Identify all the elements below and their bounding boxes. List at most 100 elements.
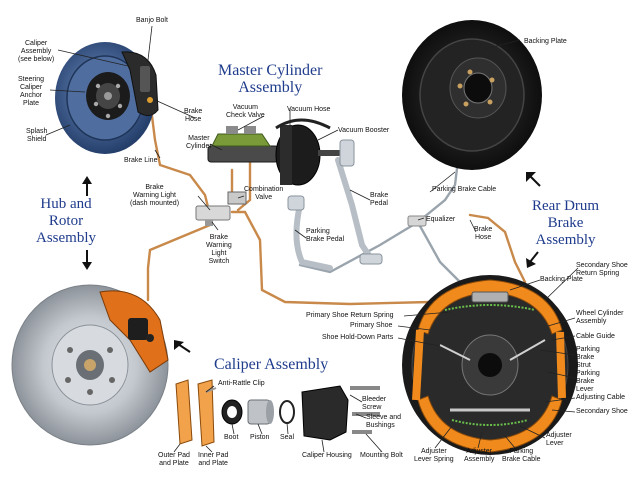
- brake-rotor: [11, 284, 169, 446]
- label-inner-pad-l2: and Plate: [198, 460, 228, 467]
- label-strut-l1: Parking: [576, 346, 600, 353]
- label-outer-pad-l1: Outer Pad: [158, 452, 190, 459]
- label-primary-shoe-return-spring: Primary Shoe Return Spring: [306, 312, 394, 319]
- label-switch-l2: Warning: [206, 242, 232, 249]
- caliper-exploded-parts: [175, 379, 380, 447]
- pedals: [287, 139, 383, 271]
- label-adjuster-lever-l1: Adjuster: [546, 432, 572, 439]
- rear-brake-shoes-assembly: [402, 275, 578, 455]
- label-bleeder-l2: Screw: [362, 404, 382, 411]
- label-brake-line: Brake Line: [124, 157, 158, 164]
- label-brake-hose-front: Brake Hose: [184, 108, 202, 124]
- title-hub-rotor-line1: Hub and: [40, 196, 92, 212]
- label-wheel-cylinder-assembly: Wheel Cylinder Assembly: [576, 310, 623, 326]
- label-parking-brake-pedal-l1: Parking: [306, 228, 330, 235]
- label-warning-light-l1: Brake: [145, 184, 164, 191]
- label-sleeve-and-bushings: Sleeve and Bushings: [366, 414, 401, 430]
- label-caliper-assembly-l2: Assembly: [20, 48, 52, 55]
- label-caliper-assembly-l1: Caliper: [25, 40, 48, 47]
- label-boot: Boot: [224, 434, 239, 441]
- label-piston: Piston: [250, 434, 270, 441]
- label-parking-brake-pedal: Parking Brake Pedal: [306, 228, 344, 244]
- label-steering-caliper-anchor-plate: Steering Caliper Anchor Plate: [18, 76, 44, 108]
- label-brake-warning-light: Brake Warning Light (dash mounted): [130, 184, 179, 208]
- label-brake-hose-rear: Brake Hose: [474, 226, 492, 242]
- label-vacuum-booster: Vacuum Booster: [338, 127, 390, 134]
- label-wheel-cylinder-l1: Wheel Cylinder: [576, 310, 624, 317]
- label-master-cylinder-l2: Cylinder: [186, 143, 212, 150]
- label-equalizer: Equalizer: [426, 216, 456, 223]
- label-pb-cable-bottom-l1: Parking: [509, 448, 534, 455]
- label-sleeve-l1: Sleeve and: [366, 414, 402, 421]
- label-switch-l1: Brake: [209, 234, 229, 241]
- label-outer-pad-and-plate: Outer Pad and Plate: [158, 452, 190, 468]
- label-parking-brake-cable-bottom: Parking Brake Cable: [502, 448, 541, 464]
- label-adjuster-assembly: Adjuster Assembly: [464, 448, 494, 464]
- label-splash-shield-l2: Shield: [26, 136, 47, 143]
- label-adj-assembly-l1: Adjuster: [466, 448, 493, 455]
- label-inner-pad-l1: Inner Pad: [198, 452, 229, 459]
- label-brake-pedal-l2: Pedal: [370, 200, 388, 207]
- label-caliper-assembly-l3: (see below): [18, 56, 55, 63]
- label-anti-rattle-clip: Anti-Rattle Clip: [218, 380, 265, 387]
- label-combination-valve-l1: Combination: [244, 186, 284, 193]
- label-pb-cable-bottom-l2: Brake Cable: [502, 456, 541, 463]
- label-splash-shield-l1: Splash: [26, 128, 48, 135]
- label-adjuster-lever-spring: Adjuster Lever Spring: [414, 448, 454, 464]
- label-parking-brake-cable-top: Parking Brake Cable: [432, 186, 497, 193]
- label-adj-lever-spring-l2: Lever Spring: [414, 456, 454, 463]
- equalizer-part: [407, 215, 427, 227]
- label-bleeder-l1: Bleeder: [362, 396, 387, 403]
- label-adj-lever-spring-l1: Adjuster: [421, 448, 447, 455]
- label-switch-l4: Switch: [208, 258, 230, 265]
- label-anchor-l1: Steering: [18, 76, 45, 83]
- label-vacuum-hose: Vacuum Hose: [287, 106, 331, 113]
- label-secondary-shoe: Secondary Shoe: [576, 408, 628, 415]
- label-adjusting-cable: Adjusting Cable: [576, 394, 626, 401]
- label-anchor-l3: Anchor: [19, 92, 43, 99]
- label-seal: Seal: [280, 434, 295, 441]
- label-switch-l3: Light: [211, 250, 227, 257]
- label-secondary-shoe-return-spring: Secondary Shoe Return Spring: [576, 262, 628, 278]
- label-strut-l3: Strut: [576, 362, 591, 369]
- label-inner-pad-and-plate: Inner Pad and Plate: [198, 452, 228, 468]
- label-brake-hose-front-l2: Hose: [184, 116, 202, 123]
- label-backing-plate-bottom: Backing Plate: [540, 276, 583, 283]
- leader-lines: [45, 25, 579, 453]
- label-sec-return-spring-l2: Return Spring: [576, 270, 620, 277]
- title-hub-rotor: Hub and Rotor Assembly: [36, 196, 96, 247]
- title-master-cylinder: Master Cylinder Assembly: [218, 62, 322, 96]
- title-rear-drum-line3: Assembly: [535, 232, 596, 248]
- label-banjo-bolt: Banjo Bolt: [136, 17, 168, 24]
- label-backing-plate-top: Backing Plate: [524, 38, 567, 45]
- label-master-cylinder-l1: Master: [188, 135, 210, 142]
- label-adjuster-lever: Adjuster Lever: [546, 432, 572, 448]
- label-vacuum-check-valve: Vacuum Check Valve: [226, 104, 265, 120]
- label-pb-lever-l1: Parking: [576, 370, 600, 377]
- label-cable-guide: Cable Guide: [576, 333, 615, 340]
- label-brake-hose-rear-l1: Brake: [474, 226, 493, 233]
- label-strut-l2: Brake: [576, 354, 595, 361]
- label-brake-pedal: Brake Pedal: [370, 192, 388, 208]
- title-rear-drum: Rear Drum Brake Assembly: [532, 198, 599, 249]
- brake-lines: [146, 98, 527, 306]
- title-hub-rotor-line2: Rotor: [48, 213, 84, 229]
- label-anchor-l4: Plate: [23, 100, 40, 107]
- label-caliper-housing: Caliper Housing: [302, 452, 352, 459]
- label-vacuum-check-valve-l1: Vacuum: [232, 104, 258, 111]
- label-combination-valve-l2: Valve: [255, 194, 273, 201]
- title-rear-drum-line2: Brake: [547, 215, 584, 231]
- label-parking-brake-strut: Parking Brake Strut: [576, 346, 600, 370]
- title-hub-rotor-line3: Assembly: [36, 230, 96, 246]
- label-wheel-cylinder-l2: Assembly: [576, 318, 607, 325]
- label-primary-shoe: Primary Shoe: [350, 322, 393, 329]
- label-combination-valve: Combination Valve: [244, 186, 283, 202]
- title-rear-drum-line1: Rear Drum: [532, 198, 600, 214]
- label-warning-light-l2: Warning Light: [133, 192, 176, 199]
- label-pb-lever-l3: Lever: [576, 386, 594, 393]
- title-master-cylinder-line2: Assembly: [238, 79, 303, 96]
- label-vacuum-check-valve-l2: Check Valve: [226, 112, 265, 119]
- label-brake-hose-rear-l2: Hose: [474, 234, 492, 241]
